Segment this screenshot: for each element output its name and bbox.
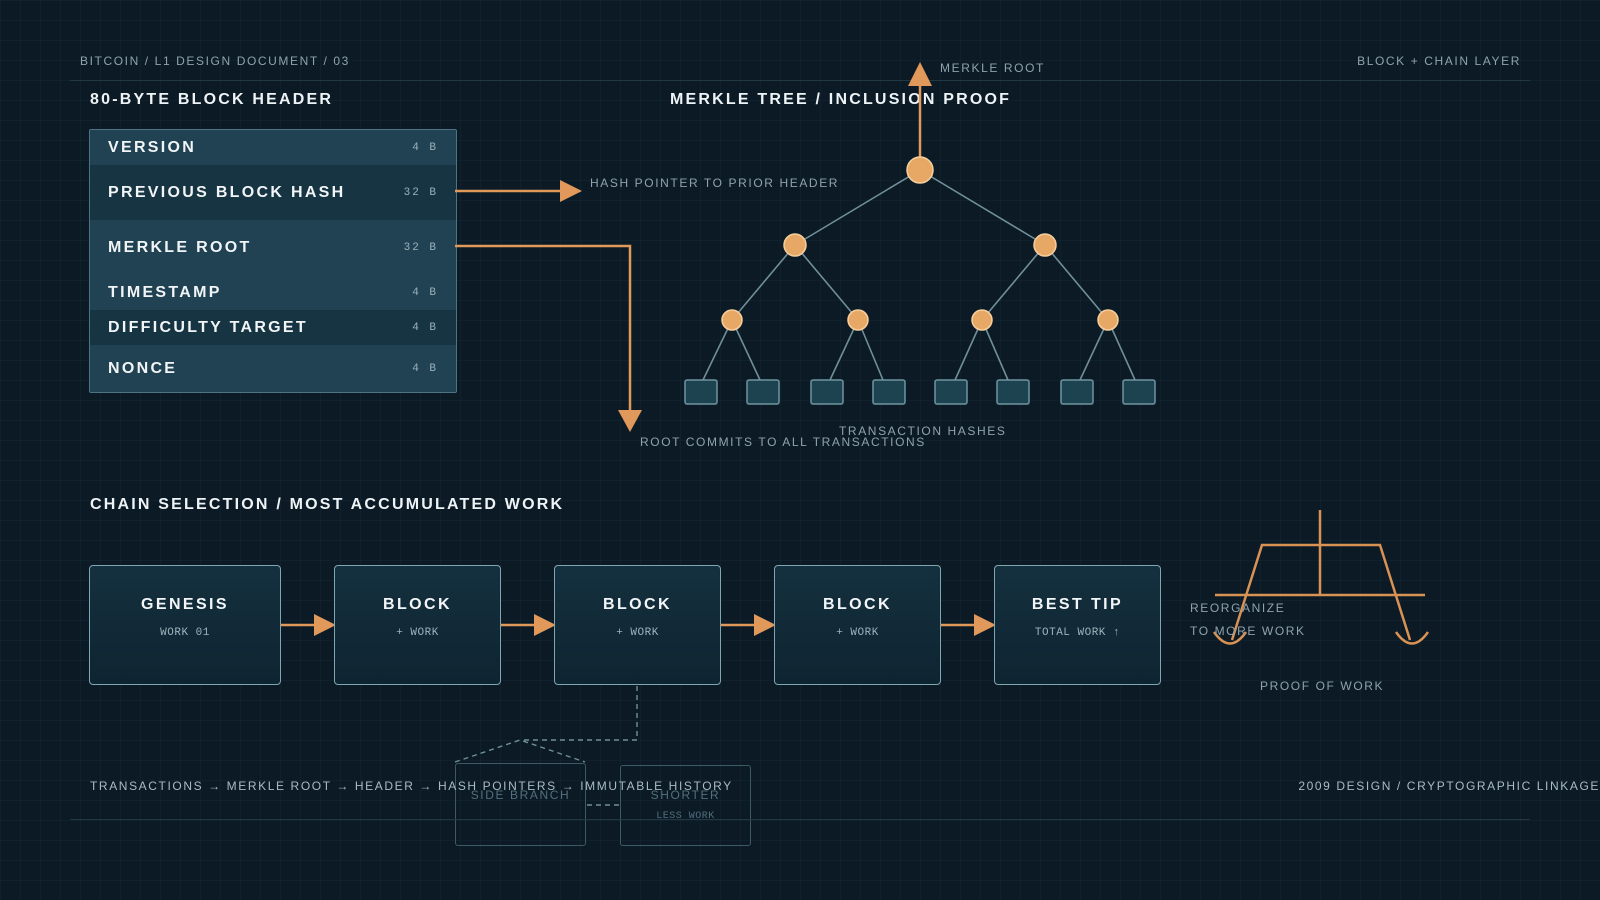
field-size: 4 B <box>412 362 438 375</box>
merkle-node <box>847 309 869 331</box>
merkle-node <box>1033 233 1057 257</box>
tx-hash-leaf <box>1122 379 1156 405</box>
document-label: BITCOIN / L1 DESIGN DOCUMENT / 03 <box>80 54 350 68</box>
tx-hash-leaf <box>872 379 906 405</box>
field-size: 4 B <box>412 286 438 299</box>
merkle-node <box>721 309 743 331</box>
transaction-hashes-label: TRANSACTION HASHES <box>839 424 1007 438</box>
field-size: 4 B <box>412 321 438 334</box>
field-size: 32 B <box>403 186 438 199</box>
header-field-version: VERSION 4 B <box>90 130 456 165</box>
tx-hash-leaf <box>996 379 1030 405</box>
merkle-tree-nodes <box>721 156 1119 331</box>
merkle-tree-edges <box>702 169 1136 381</box>
reorg-note: REORGANIZE <box>1190 601 1286 615</box>
root-commit-note: ROOT COMMITS TO ALL TRANSACTIONS <box>640 435 926 449</box>
tx-hash-leaf <box>1060 379 1094 405</box>
reorg-note: TO MORE WORK <box>1190 624 1306 638</box>
merkle-root-label: MERKLE ROOT <box>940 61 1045 75</box>
block-title: BEST TIP <box>1031 596 1124 613</box>
merkle-root-up-arrow <box>908 62 932 170</box>
tx-hash-leaf <box>934 379 968 405</box>
block-header-title: 80-BYTE BLOCK HEADER <box>90 91 334 108</box>
bottom-divider <box>70 819 1530 820</box>
header-field-previous-block-hash: PREVIOUS BLOCK HASH 32 B <box>90 165 456 220</box>
merkle-node <box>971 309 993 331</box>
merkle-node <box>1097 309 1119 331</box>
block-subtitle: + WORK <box>396 627 439 639</box>
side-branch-label: SIDE BRANCH <box>470 788 571 802</box>
prev-hash-arrow <box>455 180 582 202</box>
chain-selection-title: CHAIN SELECTION / MOST ACCUMULATED WORK <box>90 496 565 513</box>
block-title: BLOCK <box>603 596 672 613</box>
header-field-nonce: NONCE 4 B <box>90 345 456 392</box>
field-name: DIFFICULTY TARGET <box>108 318 308 336</box>
shorter-branch-label: SHORTER <box>650 788 721 802</box>
prev-hash-note: HASH POINTER TO PRIOR HEADER <box>590 176 840 190</box>
merkle-node <box>783 233 807 257</box>
chain-block: BLOCK + WORK <box>554 565 721 685</box>
header-field-difficulty-target: DIFFICULTY TARGET 4 B <box>90 310 456 345</box>
top-divider <box>70 80 1530 81</box>
field-size: 32 B <box>403 241 438 254</box>
shorter-branch-block: SHORTER LESS WORK <box>620 765 751 846</box>
side-branch-block: SIDE BRANCH <box>455 763 586 846</box>
transaction-hash-leaves <box>684 379 1156 405</box>
block-title: BLOCK <box>383 596 452 613</box>
field-name: NONCE <box>108 359 178 377</box>
block-title: BLOCK <box>823 596 892 613</box>
merkle-root-node <box>906 156 934 184</box>
field-name: TIMESTAMP <box>108 283 222 301</box>
merkle-tree-title: MERKLE TREE / INCLUSION PROOF <box>670 91 1012 108</box>
field-name: PREVIOUS BLOCK HASH <box>108 183 346 201</box>
proof-of-work-icon <box>1212 510 1430 645</box>
fork-connectors <box>454 686 638 806</box>
tx-hash-leaf <box>746 379 780 405</box>
chain-block: BLOCK + WORK <box>774 565 941 685</box>
proof-of-work-label: PROOF OF WORK <box>1260 679 1385 693</box>
tx-hash-leaf <box>810 379 844 405</box>
block-header-table: VERSION 4 B PREVIOUS BLOCK HASH 32 B MER… <box>89 129 457 393</box>
chain-block: BLOCK + WORK <box>334 565 501 685</box>
block-subtitle: + WORK <box>616 627 659 639</box>
chain-block-genesis: GENESIS WORK 01 <box>89 565 281 685</box>
footer-right: 2009 DESIGN / CRYPTOGRAPHIC LINKAGE <box>1298 779 1600 793</box>
block-subtitle: + WORK <box>836 627 879 639</box>
shorter-branch-sublabel: LESS WORK <box>656 811 715 822</box>
layer-label: BLOCK + CHAIN LAYER <box>1357 54 1521 68</box>
block-subtitle: TOTAL WORK ↑ <box>1034 627 1121 639</box>
field-size: 4 B <box>412 141 438 154</box>
field-name: VERSION <box>108 138 197 156</box>
block-subtitle: WORK 01 <box>160 627 210 639</box>
header-field-merkle-root: MERKLE ROOT 32 B <box>90 220 456 275</box>
block-title: GENESIS <box>141 596 229 613</box>
chain-arrows <box>281 614 996 636</box>
chain-block-best-tip: BEST TIP TOTAL WORK ↑ <box>994 565 1161 685</box>
tx-hash-leaf <box>684 379 718 405</box>
header-field-timestamp: TIMESTAMP 4 B <box>90 275 456 310</box>
footer-flow: TRANSACTIONS → MERKLE ROOT → HEADER → HA… <box>90 779 733 793</box>
field-name: MERKLE ROOT <box>108 238 252 256</box>
merkle-root-commit-arrow <box>455 244 642 432</box>
